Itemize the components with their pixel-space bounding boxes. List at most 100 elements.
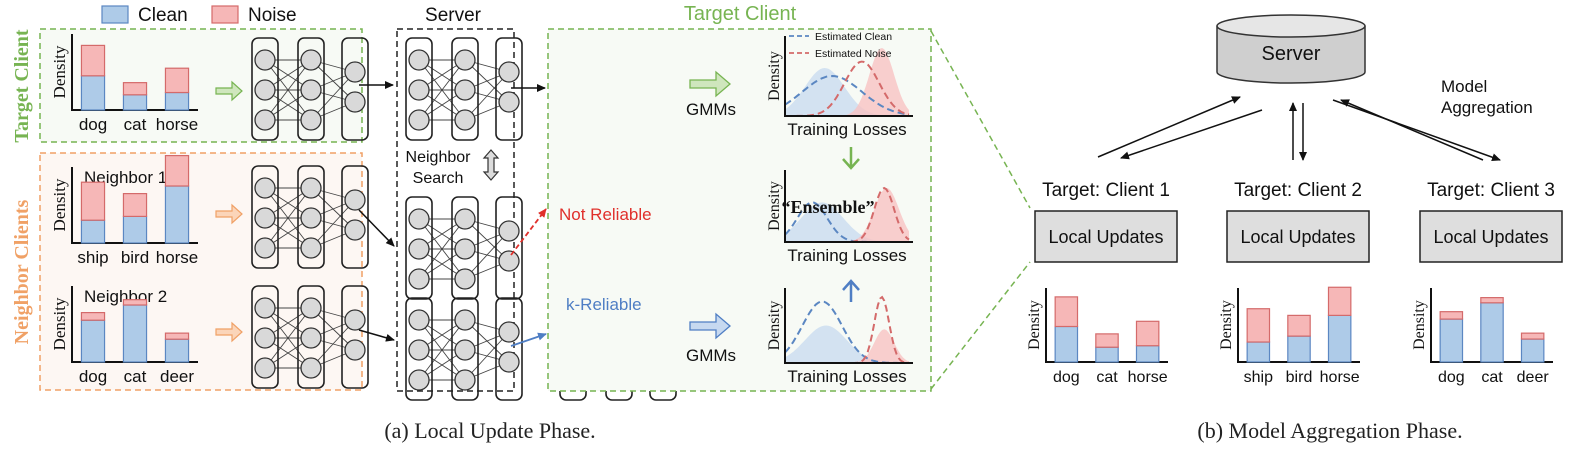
nn-node xyxy=(408,339,430,361)
nn-node xyxy=(300,237,322,259)
density-axis-label: Density xyxy=(50,45,69,98)
nn-node xyxy=(408,369,430,391)
estimated-noise-curve xyxy=(785,60,910,117)
nn-node xyxy=(300,357,322,379)
histogram-axes xyxy=(1237,288,1360,363)
nn-node xyxy=(254,79,276,101)
client-title: Target: Client 1 xyxy=(1042,180,1170,201)
nn-node xyxy=(408,79,430,101)
histogram-axes xyxy=(71,286,198,363)
not-reliable-label: Not Reliable xyxy=(559,205,652,224)
nn-node xyxy=(254,297,276,319)
nn-node xyxy=(344,309,366,331)
green-down-arrow-icon xyxy=(842,147,860,170)
nn-layer xyxy=(405,297,433,401)
legend-clean-label: Clean xyxy=(138,5,188,26)
legend-clean-swatch xyxy=(101,5,129,24)
bar-clean xyxy=(122,94,148,111)
nn-edge xyxy=(264,187,312,249)
client-title: Target: Client 2 xyxy=(1234,180,1362,201)
nn-layer xyxy=(451,297,479,401)
nn-edge xyxy=(264,59,312,121)
category-label: horse xyxy=(156,248,199,267)
neighbor-clients-side-label: Neighbor Clients xyxy=(11,199,33,344)
caption-a: (a) Local Update Phase. xyxy=(384,418,595,443)
bar-clean xyxy=(80,219,106,244)
nn-layer xyxy=(251,285,279,389)
connector-line xyxy=(930,30,1031,209)
bar-clean xyxy=(1135,345,1160,363)
bar-clean xyxy=(164,91,190,111)
nn-node xyxy=(344,339,366,361)
category-label: dog xyxy=(79,367,107,386)
nn-layer xyxy=(451,37,479,141)
nn-node xyxy=(498,220,520,242)
local-updates-box xyxy=(1419,210,1563,263)
bar-noise xyxy=(122,82,148,96)
bar-clean xyxy=(1520,338,1545,363)
loss-plot-axes xyxy=(784,170,913,243)
nn-node xyxy=(254,109,276,131)
neighbor-search-line2: Search xyxy=(413,170,464,187)
category-label: cat xyxy=(124,115,147,134)
nn-layer xyxy=(297,37,325,141)
arrow-k-reliable xyxy=(510,332,547,347)
density-axis-label: Density xyxy=(766,181,783,231)
bar-noise xyxy=(164,332,190,340)
nn-node xyxy=(408,208,430,230)
nn-node xyxy=(300,297,322,319)
nn-layer xyxy=(451,196,479,300)
nn-node xyxy=(498,351,520,373)
arrow-client3-up xyxy=(1340,99,1484,161)
nn-node xyxy=(408,309,430,331)
nn-edge xyxy=(310,199,356,249)
nn-layer xyxy=(297,165,325,269)
neural-network xyxy=(405,196,523,300)
nn-layer xyxy=(495,196,523,300)
bar-noise xyxy=(122,299,148,306)
nn-edge xyxy=(418,218,466,280)
noise-fill-area xyxy=(785,329,909,363)
bar-clean xyxy=(1246,341,1271,363)
nn-node xyxy=(300,207,322,229)
density-axis-label: Density xyxy=(1411,300,1428,350)
blue-right-arrow-icon xyxy=(689,312,731,340)
nn-node xyxy=(300,327,322,349)
local-updates-label: Local Updates xyxy=(1048,227,1163,247)
nn-layer xyxy=(341,285,369,389)
nn-layer xyxy=(341,37,369,141)
nn-node xyxy=(454,369,476,391)
bar-noise xyxy=(122,193,148,218)
updown-arrow-icon xyxy=(482,149,500,181)
nn-node xyxy=(344,61,366,83)
arrow-client1-up xyxy=(1097,96,1241,158)
nn-node xyxy=(498,61,520,83)
bar-clean xyxy=(80,319,106,363)
nn-node xyxy=(254,327,276,349)
bar-clean xyxy=(164,185,190,244)
green-right-arrow-icon xyxy=(215,80,243,102)
nn-node xyxy=(300,109,322,131)
server-cylinder: Server xyxy=(1216,14,1366,84)
nn-layer xyxy=(297,285,325,389)
density-axis-label: Density xyxy=(1218,300,1235,350)
nn-node xyxy=(254,49,276,71)
bar-noise xyxy=(1135,320,1160,347)
neural-network xyxy=(405,297,523,401)
nn-node xyxy=(300,177,322,199)
bar-clean xyxy=(122,304,148,363)
density-axis-label: Density xyxy=(1026,300,1043,350)
nn-node xyxy=(344,219,366,241)
nn-edge xyxy=(464,230,510,280)
nn-edge xyxy=(464,71,510,121)
gmms-label-bottom: GMMs xyxy=(686,346,736,365)
bar-noise xyxy=(164,67,190,94)
